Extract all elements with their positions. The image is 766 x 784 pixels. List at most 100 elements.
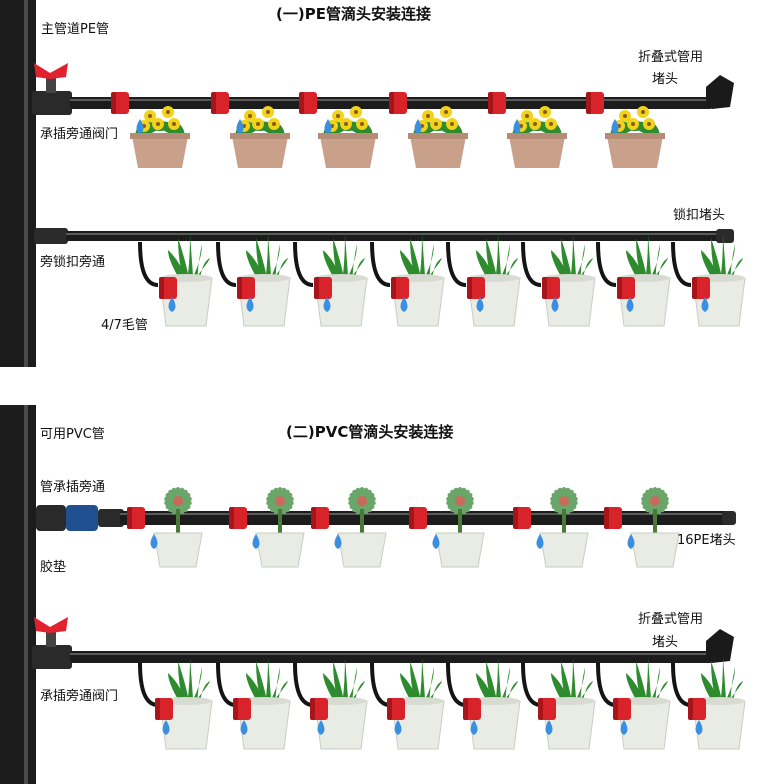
potted-flower-icon xyxy=(408,106,468,168)
capillary-tube xyxy=(521,241,542,287)
water-drop-icon xyxy=(136,119,144,134)
dripper-icon xyxy=(311,507,329,529)
fold-cap-label-1: 折叠式管用 xyxy=(638,612,704,627)
fold-cap-label-1: 折叠式管用 xyxy=(638,50,704,65)
dripper-icon xyxy=(513,507,531,529)
lock-bypass-label: 旁锁扣旁通 xyxy=(40,255,106,270)
capillary-tube xyxy=(521,662,542,707)
potted-flower-icon xyxy=(318,106,378,168)
water-drop-icon xyxy=(334,534,342,549)
potted-succulent-icon xyxy=(435,487,485,568)
pe-pipe-diagram xyxy=(0,0,746,367)
potted-snake-plant-icon xyxy=(467,657,521,750)
water-drop-icon xyxy=(695,720,703,735)
lateral-pipe xyxy=(70,651,712,663)
water-drop-icon xyxy=(394,720,402,735)
dripper-icon xyxy=(617,277,635,299)
capillary-tube xyxy=(596,662,617,707)
capillary-tube xyxy=(446,662,467,707)
dripper-icon xyxy=(542,277,560,299)
water-drop-icon xyxy=(317,720,325,735)
water-drop-icon xyxy=(414,119,422,134)
water-drop-icon xyxy=(513,119,521,134)
dripper-icon xyxy=(488,92,506,114)
water-drop-icon xyxy=(150,534,158,549)
dripper-icon xyxy=(314,277,332,299)
fold-cap-label-2: 堵头 xyxy=(652,72,679,87)
capillary-label: 4/7毛管 xyxy=(101,318,148,333)
water-drop-icon xyxy=(545,720,553,735)
water-drop-icon xyxy=(551,297,559,312)
water-drop-icon xyxy=(162,720,170,735)
panel-separator xyxy=(0,367,766,405)
dripper-icon xyxy=(387,698,405,720)
section1-title: (一)PE管滴头安装连接 xyxy=(276,5,431,23)
capillary-tube xyxy=(138,241,159,287)
dripper-icon xyxy=(604,507,622,529)
dripper-icon xyxy=(310,698,328,720)
lock-bypass-connector-icon xyxy=(34,228,68,244)
capillary-tube xyxy=(293,241,314,287)
water-drop-icon xyxy=(323,297,331,312)
dripper-icon xyxy=(111,92,129,114)
pe-end-cap-icon xyxy=(722,511,736,525)
dripper-icon xyxy=(299,92,317,114)
ball-valve-icon xyxy=(32,63,72,115)
water-drop-icon xyxy=(240,720,248,735)
dripper-icon xyxy=(155,698,173,720)
potted-snake-plant-icon xyxy=(692,657,746,750)
water-drop-icon xyxy=(236,119,244,134)
main-pipe-label: 主管道PE管 xyxy=(41,22,110,37)
dripper-icon xyxy=(237,277,255,299)
potted-flower-icon xyxy=(605,106,665,168)
fold-cap-label-2: 堵头 xyxy=(652,635,679,650)
potted-succulent-icon xyxy=(337,487,387,568)
dripper-icon xyxy=(127,507,145,529)
potted-flower-icon xyxy=(230,106,290,168)
water-drop-icon xyxy=(252,534,260,549)
water-drop-icon xyxy=(432,534,440,549)
water-drop-icon xyxy=(400,297,408,312)
capillary-tube xyxy=(596,241,617,287)
ball-valve-icon xyxy=(32,617,72,669)
lock-cap-label: 锁扣堵头 xyxy=(673,208,726,223)
dripper-icon xyxy=(613,698,631,720)
dripper-icon xyxy=(538,698,556,720)
capillary-tube xyxy=(216,241,237,287)
bypass-valve-label: 承插旁通阀门 xyxy=(40,689,119,704)
water-drop-icon xyxy=(611,119,619,134)
bypass-valve-label: 承插旁通阀门 xyxy=(40,127,119,142)
water-drop-icon xyxy=(324,119,332,134)
dripper-icon xyxy=(211,92,229,114)
dripper-icon xyxy=(467,277,485,299)
water-drop-icon xyxy=(470,720,478,735)
dripper-icon xyxy=(463,698,481,720)
water-drop-icon xyxy=(627,534,635,549)
main-pipe xyxy=(0,405,36,784)
section2-title: (二)PVC管滴头安装连接 xyxy=(286,423,454,441)
pe-pipe-panel: (一)PE管滴头安装连接 主管道PE管 折叠式管用 堵头 承插旁通阀门 锁扣堵头… xyxy=(0,0,766,367)
capillary-tube xyxy=(370,241,391,287)
water-drop-icon xyxy=(168,297,176,312)
socket-bypass-label: 管承插旁通 xyxy=(40,480,106,495)
main-pipe xyxy=(0,0,36,367)
fold-end-cap-icon xyxy=(706,75,734,109)
water-drop-icon xyxy=(476,297,484,312)
dripper-icon xyxy=(391,277,409,299)
pvc-pipe-diagram xyxy=(0,405,746,784)
pe-cap-label: 16PE堵头 xyxy=(677,533,736,548)
capillary-tube xyxy=(216,662,237,707)
potted-succulent-icon xyxy=(539,487,589,568)
capillary-tube xyxy=(446,241,467,287)
water-drop-icon xyxy=(246,297,254,312)
dripper-icon xyxy=(229,507,247,529)
water-drop-icon xyxy=(536,534,544,549)
potted-flower-icon xyxy=(507,106,567,168)
dripper-icon xyxy=(409,507,427,529)
potted-flower-icon xyxy=(130,106,190,168)
capillary-tube xyxy=(671,241,692,287)
fold-end-cap-icon xyxy=(706,629,734,663)
pvc-bypass-connector-icon xyxy=(36,505,124,531)
water-drop-icon xyxy=(626,297,634,312)
dripper-icon xyxy=(389,92,407,114)
